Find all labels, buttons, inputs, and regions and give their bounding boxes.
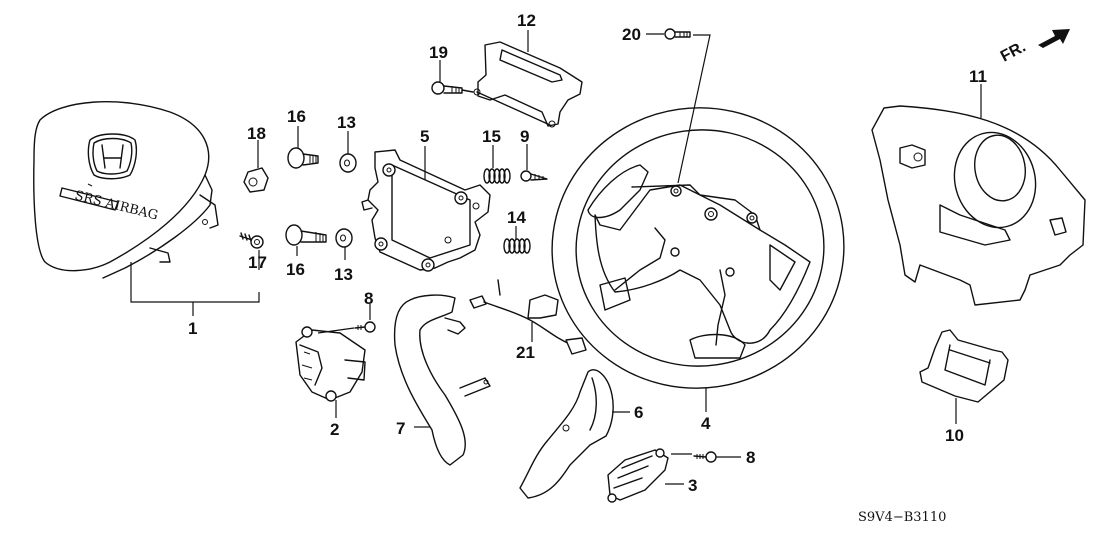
leader-20-to-wheel [677, 34, 711, 184]
part-2-left-switch[interactable] [295, 326, 366, 402]
callout-13-upper[interactable]: 13 [337, 113, 356, 132]
callout-10[interactable]: 10 [945, 426, 964, 445]
callout-17[interactable]: 17 [248, 253, 267, 272]
leader-1 [130, 262, 260, 303]
part-8-screw-upper[interactable] [354, 321, 376, 333]
part-11-rear-cover[interactable] [871, 105, 1086, 306]
part-6-right-garnish[interactable] [519, 369, 614, 499]
callout-15[interactable]: 15 [482, 127, 501, 146]
callout-9[interactable]: 9 [520, 127, 529, 146]
part-8-screw-lower[interactable] [693, 451, 717, 463]
callout-20[interactable]: 20 [622, 25, 641, 44]
part-13-washer-upper[interactable] [339, 153, 357, 173]
callout-4[interactable]: 4 [701, 414, 711, 433]
callout-21[interactable]: 21 [516, 343, 535, 362]
callout-12[interactable]: 12 [517, 11, 536, 30]
part-3-right-switch[interactable] [607, 448, 669, 503]
part-14-spring[interactable] [503, 238, 531, 254]
part-13-washer-lower[interactable] [335, 228, 353, 248]
part-18-nut[interactable] [243, 167, 269, 193]
callout-19[interactable]: 19 [429, 43, 448, 62]
part-16-bolt-lower[interactable] [285, 224, 327, 246]
callout-7[interactable]: 7 [396, 419, 405, 438]
leader-8-upper-to-switch [317, 327, 355, 334]
part-20-bolt[interactable] [664, 28, 691, 40]
callout-8-lower[interactable]: 8 [746, 448, 755, 467]
callout-6[interactable]: 6 [634, 403, 643, 422]
part-16-bolt-upper[interactable] [287, 147, 319, 169]
part-12-upper-cover[interactable] [473, 41, 583, 128]
callout-16-upper[interactable]: 16 [287, 107, 306, 126]
callout-13-lower[interactable]: 13 [334, 265, 353, 284]
callout-8-upper[interactable]: 8 [364, 289, 373, 308]
arrow-front-icon [1038, 29, 1070, 48]
callout-3[interactable]: 3 [688, 476, 697, 495]
part-17-bolt[interactable] [239, 232, 264, 249]
part-21-wire-harness[interactable] [469, 279, 587, 355]
callout-14[interactable]: 14 [507, 208, 526, 227]
honda-logo-icon [87, 133, 138, 180]
part-7-left-garnish[interactable] [393, 294, 491, 466]
callout-5[interactable]: 5 [420, 127, 429, 146]
diagram-code: S9V4−B3110 [858, 510, 946, 525]
callout-1[interactable]: 1 [188, 319, 197, 338]
part-9-screw[interactable] [520, 170, 548, 182]
part-4-steering-wheel[interactable] [534, 89, 862, 407]
part-15-spring[interactable] [483, 168, 511, 184]
part-5-mount-bracket[interactable] [361, 149, 491, 272]
callout-16-lower[interactable]: 16 [286, 260, 305, 279]
part-10-lower-cover[interactable] [919, 329, 1009, 403]
callout-18[interactable]: 18 [247, 124, 266, 143]
front-label: FR. [998, 38, 1029, 65]
part-19-bolt[interactable] [431, 81, 474, 95]
callout-2[interactable]: 2 [330, 420, 339, 439]
part-1-airbag-module[interactable]: SRS AIRBAG [33, 101, 219, 279]
front-direction-indicator: FR. [998, 29, 1070, 66]
callout-11[interactable]: 11 [969, 67, 987, 86]
